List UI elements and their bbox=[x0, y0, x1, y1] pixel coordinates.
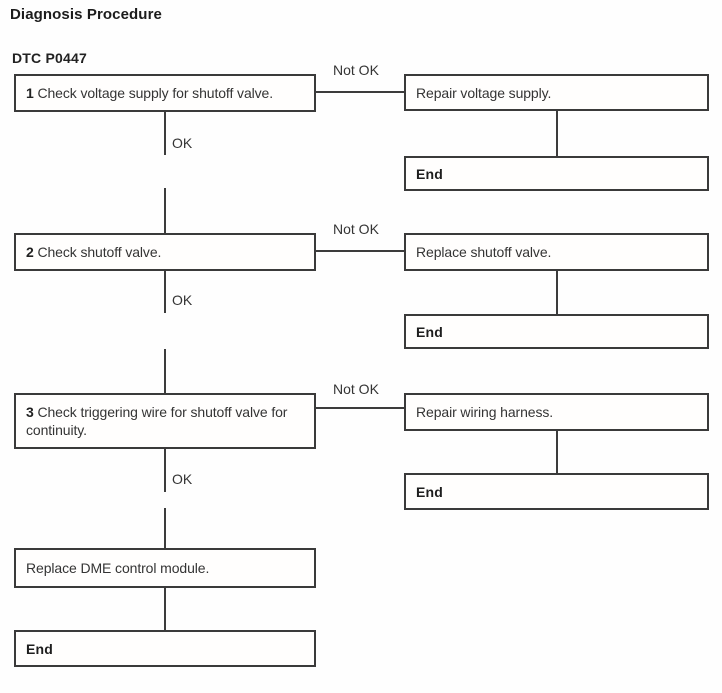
connector-step2-fail-end bbox=[556, 271, 558, 314]
step-1-content: 1 Check voltage supply for shutoff valve… bbox=[16, 84, 283, 102]
page-title: Diagnosis Procedure bbox=[10, 6, 162, 23]
step-2-content: 2 Check shutoff valve. bbox=[16, 243, 171, 261]
step-3-text: Check triggering wire for shutoff valve … bbox=[26, 404, 288, 438]
step-1-text: Check voltage supply for shutoff valve. bbox=[37, 85, 274, 101]
connector-step1-ok-lower bbox=[164, 188, 166, 233]
connector-step2-ok-lower bbox=[164, 349, 166, 393]
step-1-number: 1 bbox=[26, 85, 34, 101]
step-2-text: Check shutoff valve. bbox=[37, 244, 162, 260]
final-action-text: Replace DME control module. bbox=[26, 560, 210, 576]
connector-step3-ok-upper bbox=[164, 449, 166, 492]
step-1-box: 1 Check voltage supply for shutoff valve… bbox=[14, 74, 316, 112]
step-3-notok-label: Not OK bbox=[333, 381, 379, 397]
step-1-ok-label: OK bbox=[172, 135, 193, 151]
connector-step2-ok-upper bbox=[164, 271, 166, 313]
step-3-ok-label: OK bbox=[172, 471, 193, 487]
step-3-end-text: End bbox=[416, 483, 444, 500]
step-2-end-text: End bbox=[416, 323, 444, 340]
step-1-fail-action-box: Repair voltage supply. bbox=[404, 74, 709, 111]
dtc-code-label: DTC P0447 bbox=[12, 50, 87, 66]
connector-final-end bbox=[164, 588, 166, 630]
step-1-notok-label: Not OK bbox=[333, 62, 379, 78]
final-end-box: End bbox=[14, 630, 316, 667]
connector-step1-fail-end bbox=[556, 111, 558, 156]
step-3-fail-action-text: Repair wiring harness. bbox=[416, 404, 554, 420]
step-2-fail-action-box: Replace shutoff valve. bbox=[404, 233, 709, 271]
step-2-box: 2 Check shutoff valve. bbox=[14, 233, 316, 271]
step-1-end-box: End bbox=[404, 156, 709, 191]
step-3-box: 3 Check triggering wire for shutoff valv… bbox=[14, 393, 316, 449]
final-end-text: End bbox=[26, 640, 54, 657]
step-2-notok-label: Not OK bbox=[333, 221, 379, 237]
step-2-end-box: End bbox=[404, 314, 709, 349]
connector-step3-ok-lower bbox=[164, 508, 166, 548]
step-1-end-text: End bbox=[416, 165, 444, 182]
step-2-number: 2 bbox=[26, 244, 34, 260]
connector-step1-notok bbox=[315, 91, 404, 93]
connector-step3-notok bbox=[315, 407, 404, 409]
step-1-fail-action-text: Repair voltage supply. bbox=[416, 84, 552, 101]
step-3-number: 3 bbox=[26, 404, 34, 420]
connector-step2-notok bbox=[315, 250, 404, 252]
step-2-fail-action-text: Replace shutoff valve. bbox=[416, 244, 552, 260]
connector-step1-ok-upper bbox=[164, 112, 166, 155]
connector-step3-fail-end bbox=[556, 431, 558, 473]
step-2-ok-label: OK bbox=[172, 292, 193, 308]
step-3-content: 3 Check triggering wire for shutoff valv… bbox=[16, 403, 314, 439]
final-action-box: Replace DME control module. bbox=[14, 548, 316, 588]
step-3-end-box: End bbox=[404, 473, 709, 510]
step-3-fail-action-box: Repair wiring harness. bbox=[404, 393, 709, 431]
